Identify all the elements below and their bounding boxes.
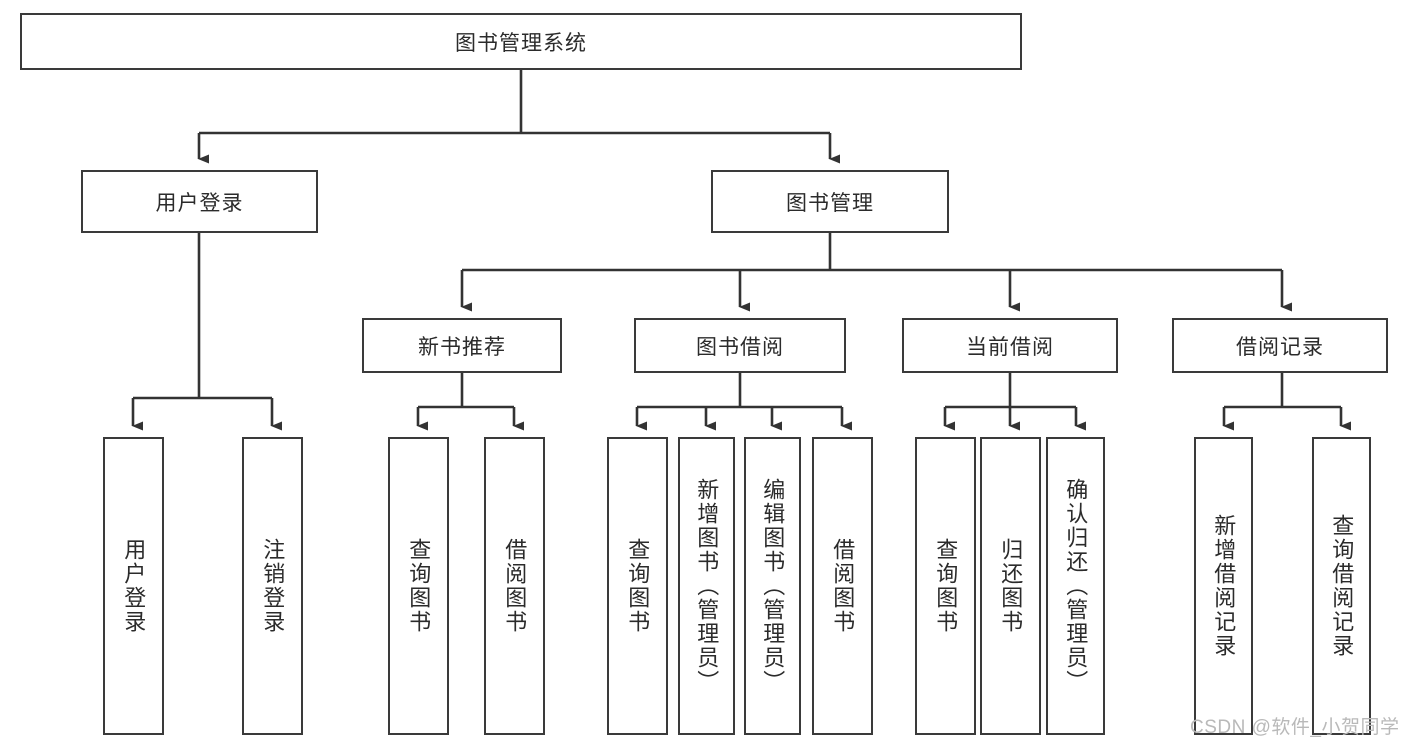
leaf-recommend-query-book[interactable]: 查询图书 xyxy=(388,437,449,735)
node-book-management[interactable]: 图书管理 xyxy=(711,170,949,233)
node-label: 图书管理系统 xyxy=(455,31,587,55)
node-label: 查询借阅记录 xyxy=(1329,514,1355,658)
node-label: 查询图书 xyxy=(933,538,959,634)
node-new-book-recommend[interactable]: 新书推荐 xyxy=(362,318,562,373)
node-current-borrow[interactable]: 当前借阅 xyxy=(902,318,1118,373)
node-label: 注销登录 xyxy=(260,538,286,634)
leaf-user-login-logout[interactable]: 注销登录 xyxy=(242,437,303,735)
leaf-borrow-add-book-admin[interactable]: 新增图书（管理员） xyxy=(678,437,735,735)
node-label: 当前借阅 xyxy=(966,335,1054,359)
leaf-user-login-login[interactable]: 用户登录 xyxy=(103,437,164,735)
node-label: 新增图书（管理员） xyxy=(694,478,720,694)
node-label: 确认归还（管理员） xyxy=(1063,478,1089,694)
node-user-login[interactable]: 用户登录 xyxy=(81,170,318,233)
node-book-borrow[interactable]: 图书借阅 xyxy=(634,318,846,373)
node-label: 借阅记录 xyxy=(1236,335,1324,359)
node-label: 新增借阅记录 xyxy=(1211,514,1237,658)
node-label: 查询图书 xyxy=(625,538,651,634)
node-borrow-record[interactable]: 借阅记录 xyxy=(1172,318,1388,373)
node-label: 新书推荐 xyxy=(418,335,506,359)
leaf-record-add-record[interactable]: 新增借阅记录 xyxy=(1194,437,1253,735)
node-root-book-management-system[interactable]: 图书管理系统 xyxy=(20,13,1022,70)
node-label: 借阅图书 xyxy=(830,538,856,634)
leaf-borrow-borrow-book[interactable]: 借阅图书 xyxy=(812,437,873,735)
leaf-recommend-borrow-book[interactable]: 借阅图书 xyxy=(484,437,545,735)
leaf-record-query-record[interactable]: 查询借阅记录 xyxy=(1312,437,1371,735)
leaf-current-confirm-return-admin[interactable]: 确认归还（管理员） xyxy=(1046,437,1105,735)
node-label: 图书借阅 xyxy=(696,335,784,359)
node-label: 图书管理 xyxy=(786,191,874,215)
node-label: 借阅图书 xyxy=(502,538,528,634)
csdn-watermark: CSDN @软件_小贺同学 xyxy=(1190,717,1400,738)
leaf-current-return-book[interactable]: 归还图书 xyxy=(980,437,1041,735)
node-label: 查询图书 xyxy=(406,538,432,634)
leaf-borrow-edit-book-admin[interactable]: 编辑图书（管理员） xyxy=(744,437,801,735)
node-label: 用户登录 xyxy=(121,538,147,634)
node-label: 用户登录 xyxy=(155,191,244,215)
node-label: 归还图书 xyxy=(998,538,1024,634)
leaf-current-query-book[interactable]: 查询图书 xyxy=(915,437,976,735)
node-label: 编辑图书（管理员） xyxy=(760,478,786,694)
leaf-borrow-query-book[interactable]: 查询图书 xyxy=(607,437,668,735)
